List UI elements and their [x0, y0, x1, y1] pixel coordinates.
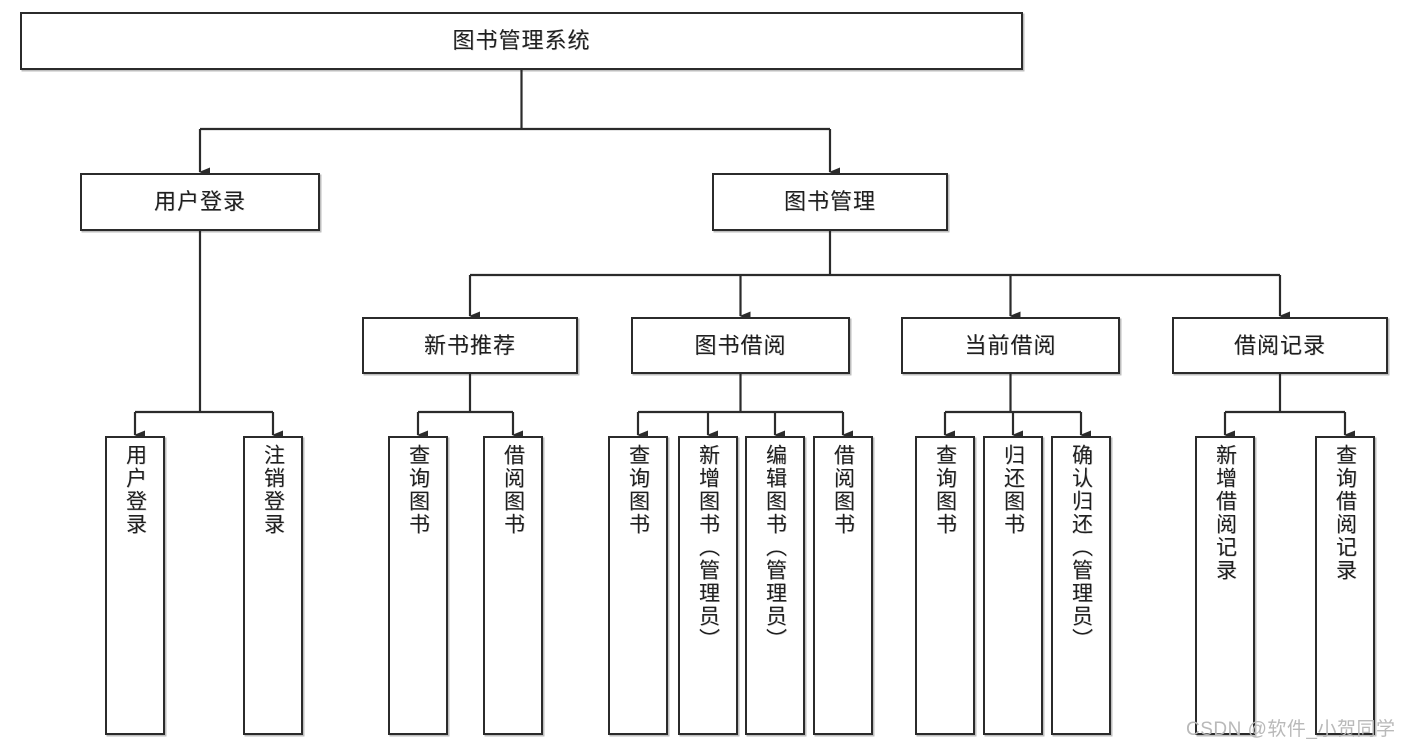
node-label: 图书管理系统 — [452, 28, 591, 54]
node-l3-lend-query[interactable]: 查询图书 — [608, 436, 668, 735]
node-l3-new-query[interactable]: 查询图书 — [388, 436, 448, 735]
node-root[interactable]: 图书管理系统 — [20, 12, 1023, 70]
node-l3-new-borrow[interactable]: 借阅图书 — [483, 436, 543, 735]
node-label: 用户登录 — [123, 444, 147, 536]
node-label: 图书借阅 — [694, 332, 787, 358]
node-l3-user-login[interactable]: 用户登录 — [105, 436, 165, 735]
node-label: 新增图书（管理员） — [696, 444, 720, 651]
node-label: 查询图书 — [626, 444, 650, 536]
node-l3-lend-borrow[interactable]: 借阅图书 — [813, 436, 873, 735]
node-l2-new[interactable]: 新书推荐 — [362, 317, 578, 374]
node-label: 当前借阅 — [964, 332, 1057, 358]
node-label: 借阅图书 — [501, 444, 525, 536]
node-l3-user-logout[interactable]: 注销登录 — [243, 436, 303, 735]
node-l3-cur-confirm[interactable]: 确认归还（管理员） — [1051, 436, 1111, 735]
node-l3-rec-query[interactable]: 查询借阅记录 — [1315, 436, 1375, 735]
node-l3-cur-query[interactable]: 查询图书 — [915, 436, 975, 735]
node-label: 查询图书 — [406, 444, 430, 536]
node-label: 查询图书 — [933, 444, 957, 536]
node-label: 新增借阅记录 — [1213, 444, 1237, 582]
node-label: 用户登录 — [153, 189, 246, 215]
node-l2-rec[interactable]: 借阅记录 — [1172, 317, 1388, 374]
node-l3-lend-edit[interactable]: 编辑图书（管理员） — [745, 436, 805, 735]
node-label: 借阅记录 — [1233, 332, 1326, 358]
node-l3-rec-add[interactable]: 新增借阅记录 — [1195, 436, 1255, 735]
node-label: 编辑图书（管理员） — [763, 444, 787, 651]
node-l2-cur[interactable]: 当前借阅 — [901, 317, 1120, 374]
node-l2-lend[interactable]: 图书借阅 — [631, 317, 850, 374]
node-label: 借阅图书 — [831, 444, 855, 536]
node-l1-book[interactable]: 图书管理 — [712, 173, 948, 231]
node-label: 图书管理 — [783, 189, 876, 215]
node-l3-cur-return[interactable]: 归还图书 — [983, 436, 1043, 735]
node-label: 归还图书 — [1001, 444, 1025, 536]
csdn-watermark: CSDN @软件_小贺同学 — [1186, 719, 1396, 740]
node-label: 新书推荐 — [423, 332, 516, 358]
node-l1-user[interactable]: 用户登录 — [80, 173, 320, 231]
node-label: 查询借阅记录 — [1333, 444, 1357, 582]
node-l3-lend-add[interactable]: 新增图书（管理员） — [678, 436, 738, 735]
node-label: 确认归还（管理员） — [1069, 444, 1093, 651]
node-label: 注销登录 — [261, 444, 285, 536]
